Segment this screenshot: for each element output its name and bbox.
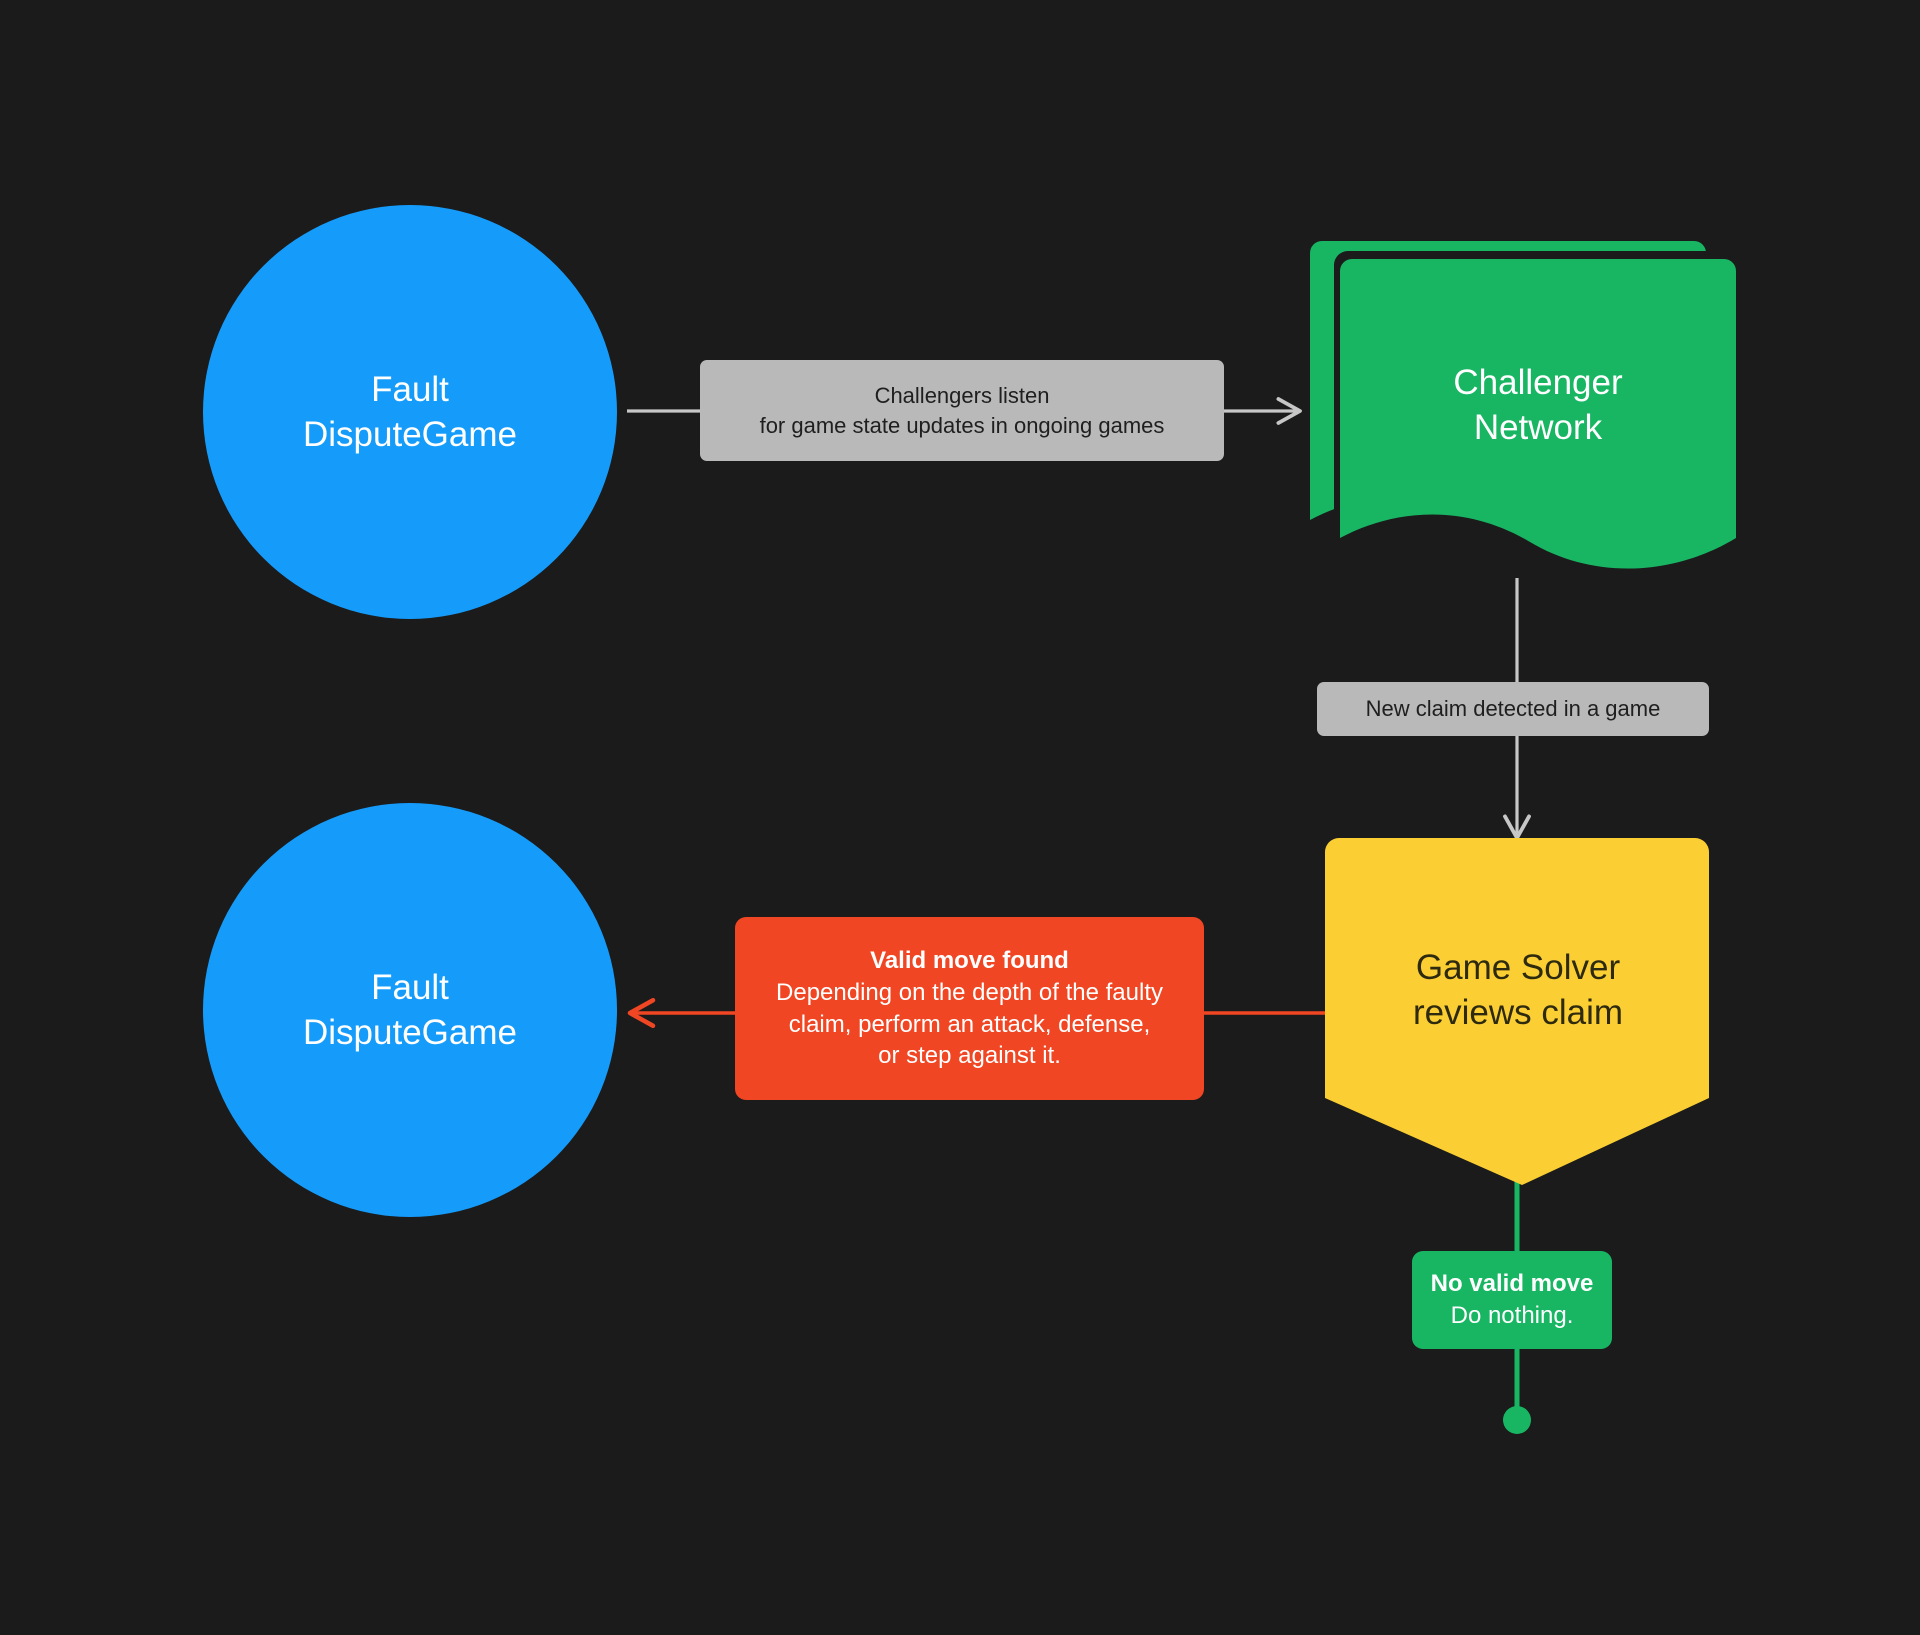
- edge-label-new-claim-detected: New claim detected in a game: [1317, 682, 1709, 736]
- edge-label-valid-move-found: Valid move found Depending on the depth …: [735, 917, 1204, 1100]
- edge-label-no-valid-move-line1: Do nothing.: [1450, 1302, 1574, 1329]
- node-fault-dispute-game-bottom-shape[interactable]: [203, 803, 617, 1217]
- terminal-dot: [1503, 1406, 1531, 1434]
- node-challenger-network-shape[interactable]: [1340, 259, 1736, 569]
- edge-label-challengers-listen-line1: Challengers listen: [874, 383, 1050, 409]
- edge-label-challengers-listen-line2: for game state updates in ongoing games: [759, 412, 1165, 438]
- edge-label-valid-move-found-line2: claim, perform an attack, defense,: [788, 1010, 1151, 1038]
- edge-label-valid-move-found-line3: or step against it.: [878, 1042, 1061, 1070]
- edge-label-new-claim-detected-line1: New claim detected in a game: [1365, 696, 1661, 722]
- edge-label-challengers-listen: Challengers listen for game state update…: [700, 360, 1224, 461]
- edge-label-valid-move-found-title: Valid move found: [870, 947, 1069, 975]
- edge-label-no-valid-move: No valid move Do nothing.: [1412, 1251, 1612, 1349]
- node-game-solver-shape[interactable]: [1325, 838, 1709, 1185]
- node-fault-dispute-game-top-shape[interactable]: [203, 205, 617, 619]
- edge-label-no-valid-move-title: No valid move: [1430, 1270, 1594, 1298]
- edge-label-valid-move-found-line1: Depending on the depth of the faulty: [776, 978, 1163, 1006]
